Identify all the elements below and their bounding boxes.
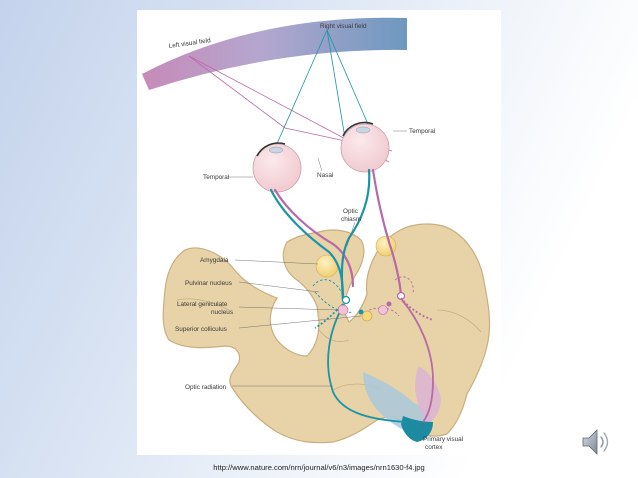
label-primary-visual-cortex-line1: Primary visual: [423, 436, 463, 443]
label-amygdala: Amygdala: [200, 257, 229, 264]
label-right-visual-field: Right visual field: [320, 23, 367, 30]
label-pulvinar-nucleus: Pulvinar nucleus: [185, 280, 232, 287]
label-nasal: Nasal: [317, 172, 333, 179]
left-cortex-region: [415, 366, 441, 424]
label-temporal-left: Temporal: [203, 174, 229, 181]
optic-nerves: [269, 168, 406, 305]
visual-pathway-diagram: Right visual field Left visual field Tem…: [142, 17, 491, 451]
visual-field-band: [142, 17, 407, 90]
speaker-icon: [582, 429, 609, 455]
right-eye: [340, 121, 390, 173]
visual-pathway-figure: Right visual field Left visual field Tem…: [137, 10, 501, 455]
speaker-button[interactable]: [578, 424, 614, 460]
subcortical-loops: [312, 276, 414, 317]
label-temporal-right: Temporal: [409, 128, 435, 135]
optic-radiations: [314, 297, 434, 423]
label-lgn-line1: Lateral geniculate: [177, 301, 228, 308]
label-primary-visual-cortex-line2: cortex: [425, 444, 443, 451]
source-url: http://www.nature.com/nrn/journal/v6/n3/…: [213, 463, 425, 472]
right-cortex-region: [363, 372, 432, 434]
primary-visual-cortex-patch: [401, 416, 433, 442]
leader-lines: [228, 130, 426, 431]
label-optic-chiasm-line2: chiasm: [341, 216, 361, 223]
label-optic-radiation: Optic radiation: [185, 384, 227, 391]
label-superior-colliculus: Superior colliculus: [175, 326, 227, 333]
label-optic-chiasm-line1: Optic: [343, 208, 359, 215]
left-eye: [252, 142, 302, 193]
label-lgn-line2: nucleus: [211, 309, 233, 316]
subcortical-nuclei: [337, 301, 392, 322]
